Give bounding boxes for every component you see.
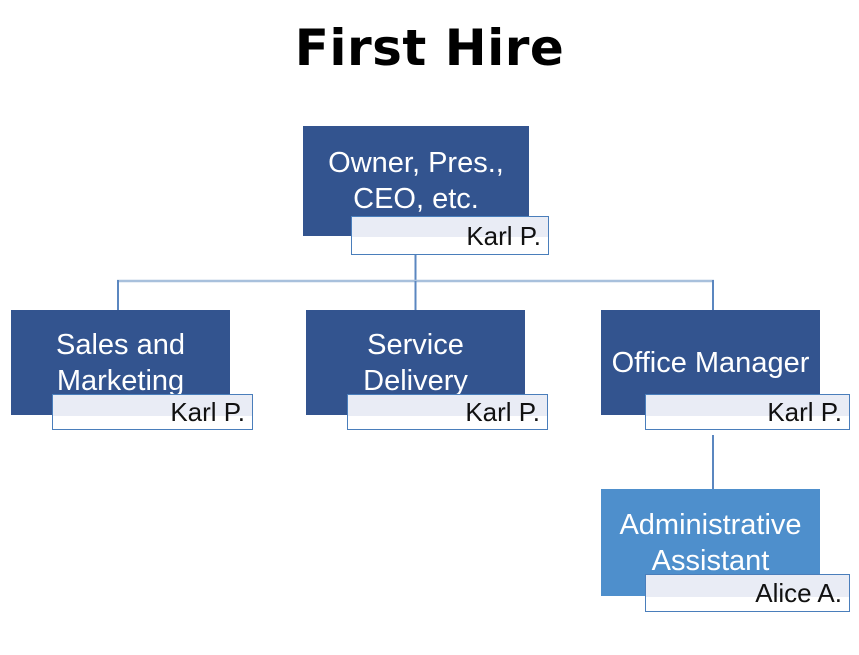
org-node-office-manager-person-label[interactable]: Karl P. bbox=[645, 394, 850, 430]
org-node-sales-marketing-person: Karl P. bbox=[170, 397, 245, 427]
label-fill bbox=[646, 575, 849, 597]
label-fill bbox=[646, 395, 849, 416]
org-node-owner-person: Karl P. bbox=[466, 220, 541, 251]
org-node-office-manager[interactable]: Office Manager Karl P. bbox=[601, 310, 850, 430]
page-title: First Hire bbox=[294, 19, 565, 77]
label-fill bbox=[53, 395, 252, 416]
org-node-service-delivery[interactable]: Service Delivery Karl P. bbox=[306, 310, 548, 430]
label-fill bbox=[352, 217, 548, 237]
org-node-sales-marketing[interactable]: Sales and Marketing Karl P. bbox=[11, 310, 253, 430]
org-node-office-manager-person: Karl P. bbox=[767, 397, 842, 427]
org-node-administrative-assistant-person-label[interactable]: Alice A. bbox=[645, 574, 850, 612]
org-node-service-delivery-person: Karl P. bbox=[465, 397, 540, 427]
label-fill bbox=[348, 395, 547, 416]
org-node-sales-marketing-person-label[interactable]: Karl P. bbox=[52, 394, 253, 430]
org-node-administrative-assistant[interactable]: Administrative Assistant Alice A. bbox=[601, 489, 850, 613]
org-node-owner[interactable]: Owner, Pres., CEO, etc. Karl P. bbox=[303, 126, 549, 255]
org-node-service-delivery-person-label[interactable]: Karl P. bbox=[347, 394, 548, 430]
org-node-administrative-assistant-person: Alice A. bbox=[755, 578, 842, 608]
org-node-owner-person-label[interactable]: Karl P. bbox=[351, 216, 549, 255]
